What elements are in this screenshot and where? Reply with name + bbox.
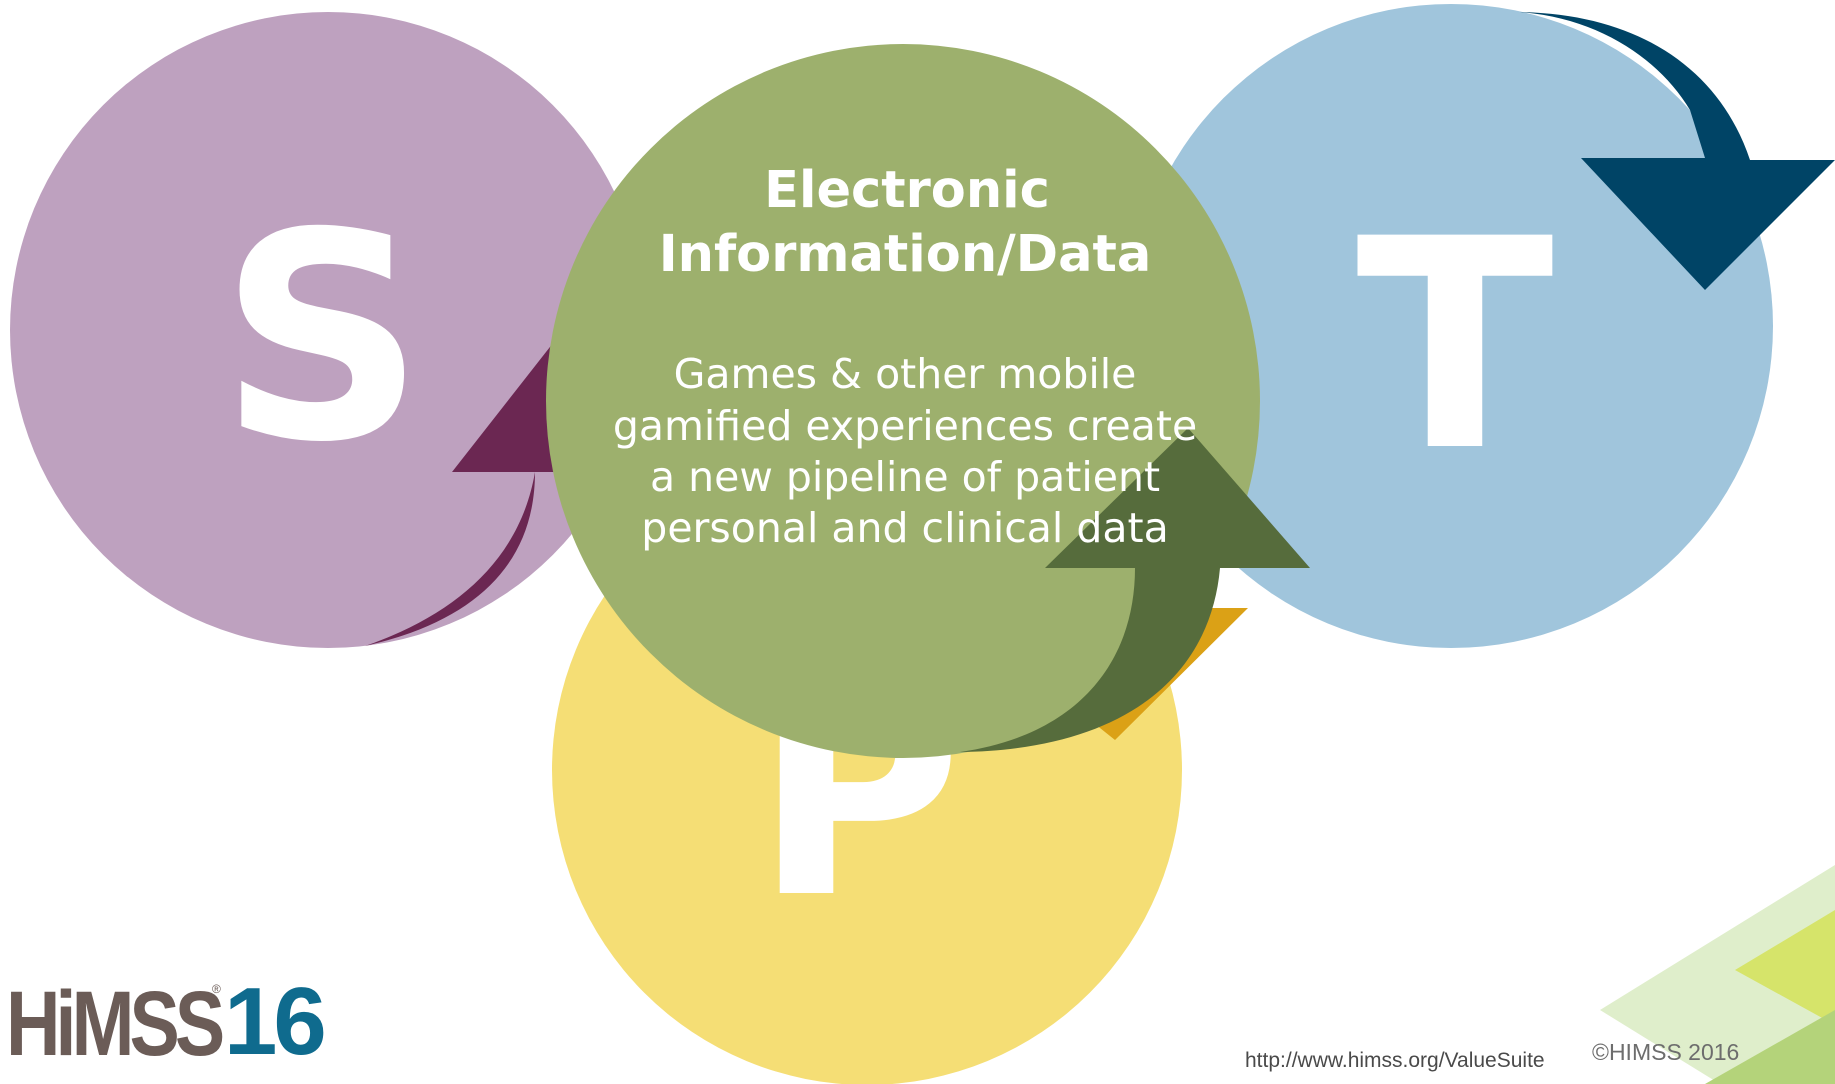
center-body-line-2: gamified experiences create	[613, 402, 1197, 450]
center-circle	[546, 44, 1260, 758]
footer-copyright: ©HIMSS 2016	[1592, 1039, 1740, 1065]
letter-t: T	[1356, 178, 1555, 515]
s-circle	[10, 12, 646, 648]
letter-s: S	[219, 173, 425, 505]
corner-decoration	[1600, 865, 1835, 1084]
s-arrow-icon	[365, 315, 575, 646]
logo-registered-mark: ®	[212, 982, 221, 996]
t-arrow-icon	[1520, 12, 1835, 290]
logo-year: 16	[224, 968, 327, 1075]
center-arrow-icon	[960, 428, 1310, 752]
center-body-line-1: Games & other mobile	[674, 350, 1137, 398]
center-body-line-3: a new pipeline of patient	[650, 453, 1160, 501]
center-body-line-4: personal and clinical data	[641, 504, 1168, 552]
logo-word: HiMSS	[6, 973, 225, 1075]
footer-url-link[interactable]: http://www.himss.org/ValueSuite	[1245, 1049, 1545, 1072]
center-title-line-2: Information/Data	[659, 225, 1152, 284]
center-title-line-1: Electronic	[764, 161, 1050, 220]
himss-logo: HiMSS ® 16	[6, 960, 327, 1075]
